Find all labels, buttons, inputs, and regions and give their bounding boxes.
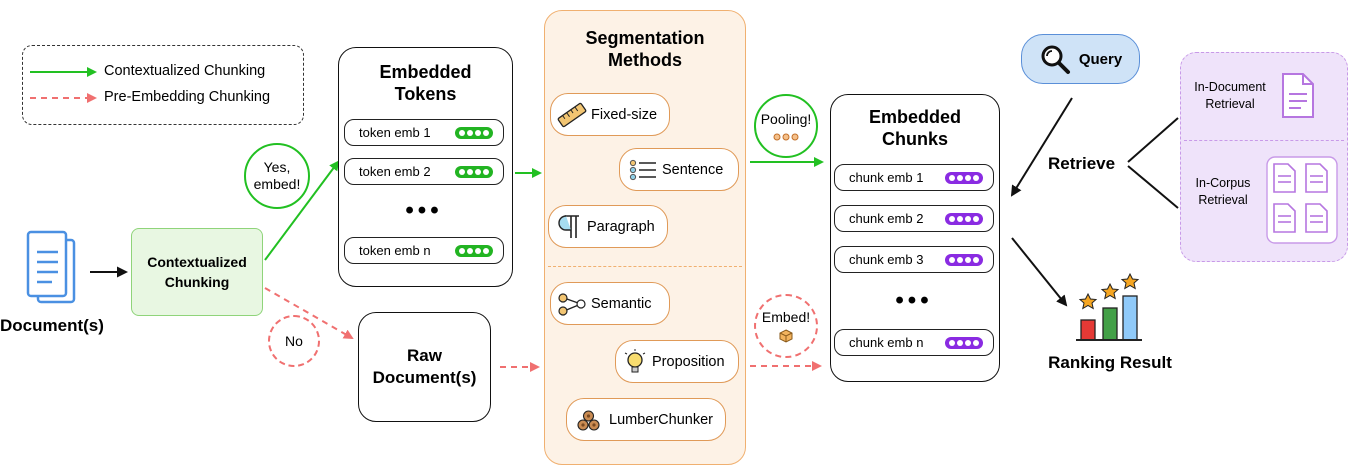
method-proposition-label: Proposition [652, 353, 725, 370]
yes-arrow [264, 160, 340, 261]
raw-documents-box: Raw Document(s) [358, 312, 491, 422]
embed-label: Embed! [761, 309, 811, 325]
document-file-icon [1282, 73, 1314, 118]
ranking-result-label: Ranking Result [1048, 353, 1172, 372]
chunk-emb-1-label: chunk emb 1 [849, 170, 924, 185]
segmentation-title: Segmentation Methods [585, 28, 705, 70]
ranking-arrow [1011, 237, 1068, 307]
embedded-tokens-title: Embedded Tokens [379, 62, 472, 104]
chunk-emb-3-label: chunk emb 3 [849, 252, 924, 267]
embedding-dots-icon [945, 336, 983, 349]
no-arrow [264, 287, 354, 339]
retrieve-branch-bottom [1127, 165, 1179, 209]
pilcrow-icon [558, 214, 579, 238]
token-emb-2: token emb 2 [344, 158, 504, 185]
method-lumberchunker-label: LumberChunker [609, 411, 713, 428]
pooling-dots-icon [773, 133, 799, 140]
embedding-dots-icon [945, 253, 983, 266]
semantic-nodes-icon [558, 292, 586, 316]
method-semantic: Semantic [550, 282, 670, 325]
method-sentence-label: Sentence [662, 161, 724, 178]
retrieve-branch-top [1127, 117, 1179, 163]
legend-pre-embedding-label: Pre-Embedding Chunking [104, 89, 271, 105]
chunk-emb-3: chunk emb 3 [834, 246, 994, 273]
embed-circle: Embed! [754, 294, 818, 358]
chunk-emb-2: chunk emb 2 [834, 205, 994, 232]
no-circle: No [268, 315, 320, 367]
token-emb-n: token emb n [344, 237, 504, 264]
yes-embed-circle: Yes, embed! [244, 143, 310, 209]
chunk-emb-2-label: chunk emb 2 [849, 211, 924, 226]
token-emb-1: token emb 1 [344, 119, 504, 146]
embedding-dots-icon [455, 244, 493, 257]
legend-contextualized-label: Contextualized Chunking [104, 63, 266, 79]
in-document-label: In-Document Retrieval [1194, 80, 1266, 111]
log-pile-icon [577, 409, 600, 431]
query-pill: Query [1021, 34, 1140, 84]
chunk-emb-1: chunk emb 1 [834, 164, 994, 191]
tokens-ellipsis: ••• [405, 197, 443, 224]
token-emb-n-label: token emb n [359, 243, 431, 258]
in-corpus-label: In-Corpus Retrieval [1195, 176, 1251, 207]
ruler-icon [557, 102, 587, 127]
retrieval-divider [1184, 140, 1344, 141]
cube-icon [779, 329, 793, 343]
legend [22, 45, 304, 125]
token-emb-1-label: token emb 1 [359, 125, 431, 140]
method-semantic-label: Semantic [591, 295, 652, 312]
ranking-chart-icon [1076, 272, 1142, 341]
method-sentence: Sentence [619, 148, 739, 191]
method-paragraph-label: Paragraph [587, 218, 655, 235]
retrieve-label: Retrieve [1048, 154, 1116, 173]
embedded-chunks-title: Embedded Chunks [868, 107, 961, 149]
contextualized-chunking-box: Contextualized Chunking [131, 228, 263, 316]
method-proposition: Proposition [615, 340, 739, 383]
document-icon [26, 230, 76, 304]
pooling-circle: Pooling! [754, 94, 818, 158]
chunks-ellipsis: ••• [895, 287, 933, 314]
query-arrow [1010, 97, 1073, 197]
embedding-dots-icon [945, 212, 983, 225]
pooling-label: Pooling! [760, 110, 812, 127]
method-paragraph: Paragraph [548, 205, 668, 248]
sentence-list-icon [629, 159, 656, 180]
chunk-emb-n-label: chunk emb n [849, 335, 924, 350]
query-label: Query [1078, 50, 1123, 68]
magnifier-icon [1041, 45, 1070, 74]
corpus-files-icon [1266, 156, 1338, 244]
chunk-emb-n: chunk emb n [834, 329, 994, 356]
segmentation-divider [548, 266, 742, 267]
embedding-dots-icon [455, 165, 493, 178]
token-emb-2-label: token emb 2 [359, 164, 431, 179]
document-label: Document(s) [0, 316, 104, 335]
method-lumberchunker: LumberChunker [566, 398, 726, 441]
method-fixed-size: Fixed-size [550, 93, 670, 136]
embedding-dots-icon [455, 126, 493, 139]
method-fixed-size-label: Fixed-size [591, 106, 658, 123]
lightbulb-icon [624, 348, 646, 372]
embedding-dots-icon [945, 171, 983, 184]
